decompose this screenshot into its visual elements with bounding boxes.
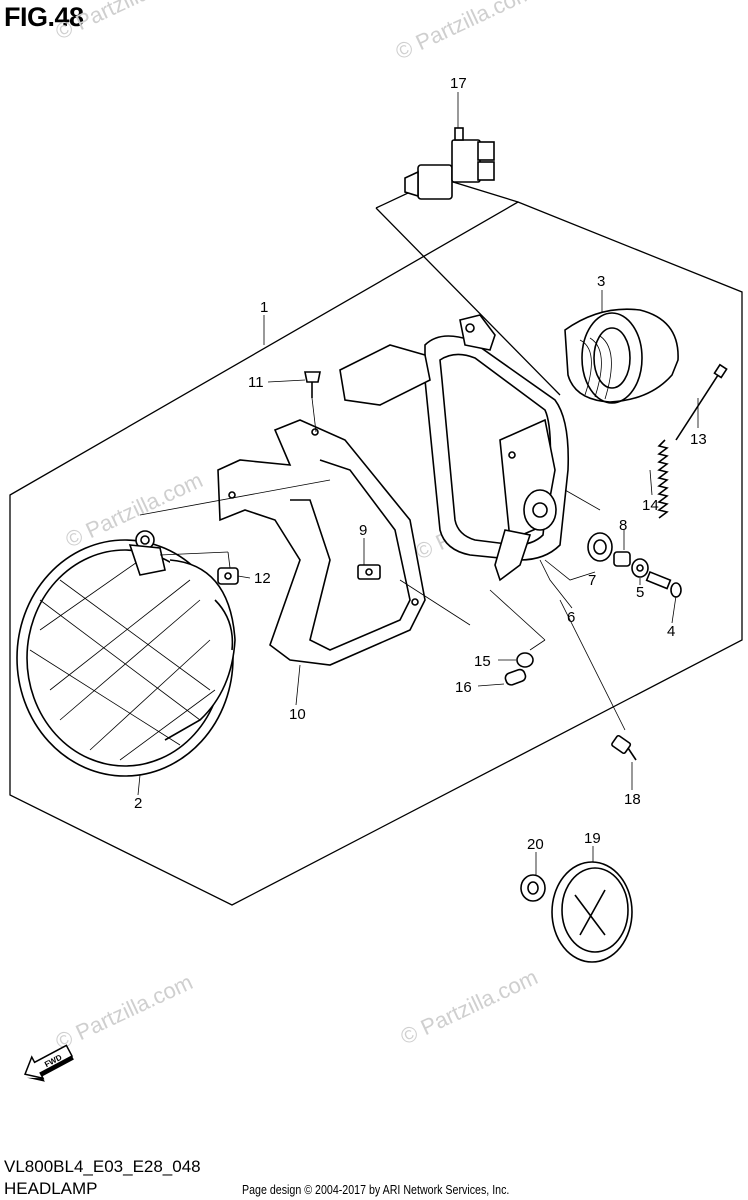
watermark: © Partzilla.com xyxy=(52,969,197,1054)
headlamp-housing-bracket xyxy=(339,314,570,582)
callout-9: 9 xyxy=(359,522,367,539)
callout-15: 15 xyxy=(474,653,491,670)
callout-11: 11 xyxy=(248,374,264,391)
bulb xyxy=(404,127,495,200)
callout-20: 20 xyxy=(527,836,544,853)
grommet-and-collar xyxy=(504,652,534,686)
bolt xyxy=(611,734,637,761)
callout-2: 2 xyxy=(134,795,142,812)
callouts: 17 1 3 11 13 14 8 9 12 7 5 6 4 15 16 10 … xyxy=(134,75,707,853)
callout-10: 10 xyxy=(289,706,306,723)
nut xyxy=(217,567,239,585)
callout-13: 13 xyxy=(690,431,707,448)
watermark: © Partzilla.com xyxy=(397,964,542,1049)
nut-plate xyxy=(357,564,381,580)
figure-title: FIG.48 xyxy=(4,2,84,32)
headlamp-unit xyxy=(16,530,236,777)
callout-14: 14 xyxy=(642,497,659,514)
mounting-bracket xyxy=(217,419,426,666)
rubber-cover xyxy=(564,308,679,404)
callout-6: 6 xyxy=(567,609,575,626)
callout-19: 19 xyxy=(584,830,601,847)
callout-4: 4 xyxy=(667,623,675,640)
screw xyxy=(304,371,321,433)
section-name: HEADLAMP xyxy=(4,1179,98,1198)
model-code: VL800BL4_E03_E28_048 xyxy=(4,1157,201,1176)
leader-lines xyxy=(137,92,699,875)
spring xyxy=(657,439,669,519)
callout-12: 12 xyxy=(254,570,271,587)
bulb-leader xyxy=(375,207,561,396)
fwd-arrow-icon: FWD xyxy=(24,1044,74,1082)
washers-and-bolt xyxy=(587,532,682,598)
callout-3: 3 xyxy=(597,273,605,290)
watermark: © Partzilla.com xyxy=(52,0,197,45)
cap-grommet xyxy=(520,874,546,902)
callout-8: 8 xyxy=(619,517,627,534)
callout-5: 5 xyxy=(636,584,644,601)
adjusting-screw xyxy=(675,363,728,441)
copyright: Page design © 2004-2017 by ARI Network S… xyxy=(242,1182,510,1197)
watermark: © Partzilla.com xyxy=(392,0,537,65)
callout-16: 16 xyxy=(455,679,472,696)
cap xyxy=(551,861,633,963)
callout-17: 17 xyxy=(450,75,467,92)
callout-18: 18 xyxy=(624,791,641,808)
callout-1: 1 xyxy=(260,299,268,316)
callout-7: 7 xyxy=(588,572,596,589)
